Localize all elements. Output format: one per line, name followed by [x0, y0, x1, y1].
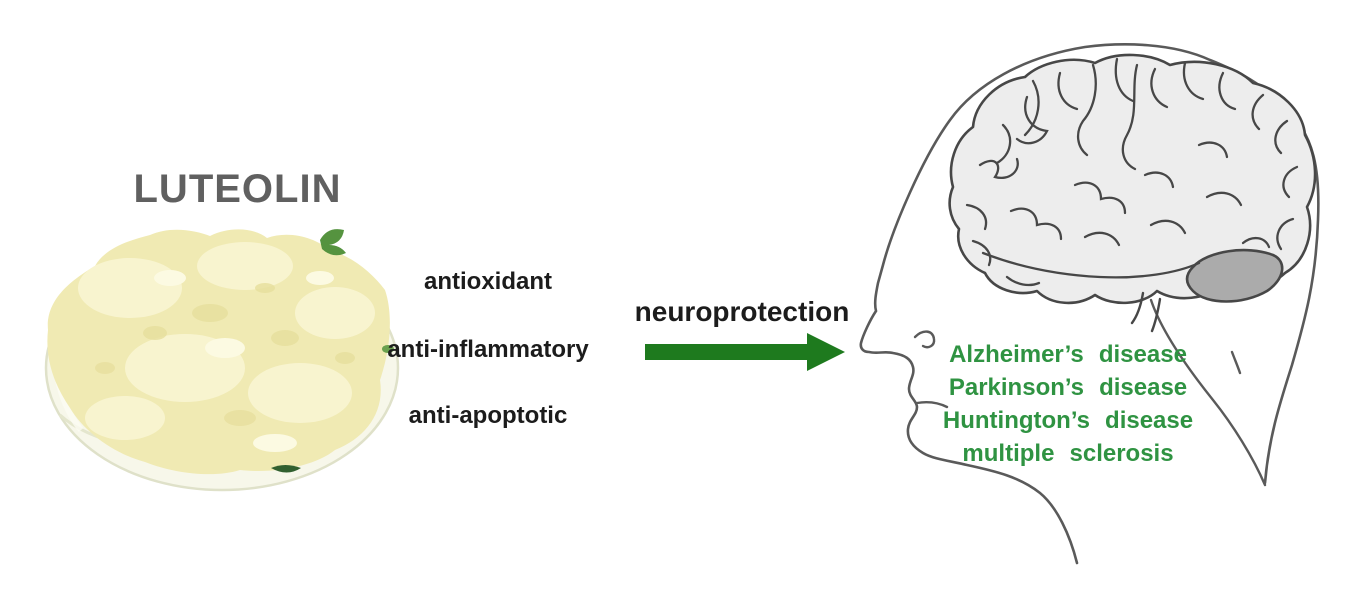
- neuroprotection-label: neuroprotection: [634, 296, 850, 327]
- disease-alzheimers: Alzheimer’s disease: [949, 341, 1187, 368]
- jaw-short-line: [1230, 350, 1242, 375]
- green-leaf-speck-bottom: [271, 465, 301, 473]
- disease-multiple-sclerosis: multiple sclerosis: [962, 440, 1174, 467]
- petri-dish-powder-icon: [44, 229, 400, 492]
- property-antioxidant: antioxidant: [423, 268, 552, 295]
- property-anti-inflammatory: anti-inflammatory: [387, 336, 589, 363]
- mouth-line: [915, 401, 949, 409]
- green-leaf-speck-right: [382, 345, 394, 353]
- cerebellum: [1185, 248, 1284, 303]
- powder-texture: [95, 283, 355, 426]
- nostril-line: [913, 330, 936, 349]
- disease-parkinsons: Parkinson’s disease: [948, 374, 1188, 401]
- brain-icon: [948, 53, 1317, 305]
- head-brain-illustration: [859, 43, 1320, 565]
- green-leaf-icon: [320, 229, 346, 256]
- property-anti-apoptotic: anti-apoptotic: [408, 402, 568, 429]
- title-luteolin: LUTEOLIN: [133, 167, 342, 211]
- neck-front-line: [1149, 298, 1267, 487]
- disease-huntingtons: Huntington’s disease: [942, 407, 1194, 434]
- brain-sulci: [965, 57, 1299, 287]
- powder-bright-spots: [154, 270, 334, 452]
- arrow-shape: [645, 333, 845, 371]
- right-arrow-icon: [645, 333, 845, 371]
- disease-list: Alzheimer’s disease Parkinson’s disease …: [918, 338, 1218, 470]
- brainstem-lines: [1130, 291, 1162, 333]
